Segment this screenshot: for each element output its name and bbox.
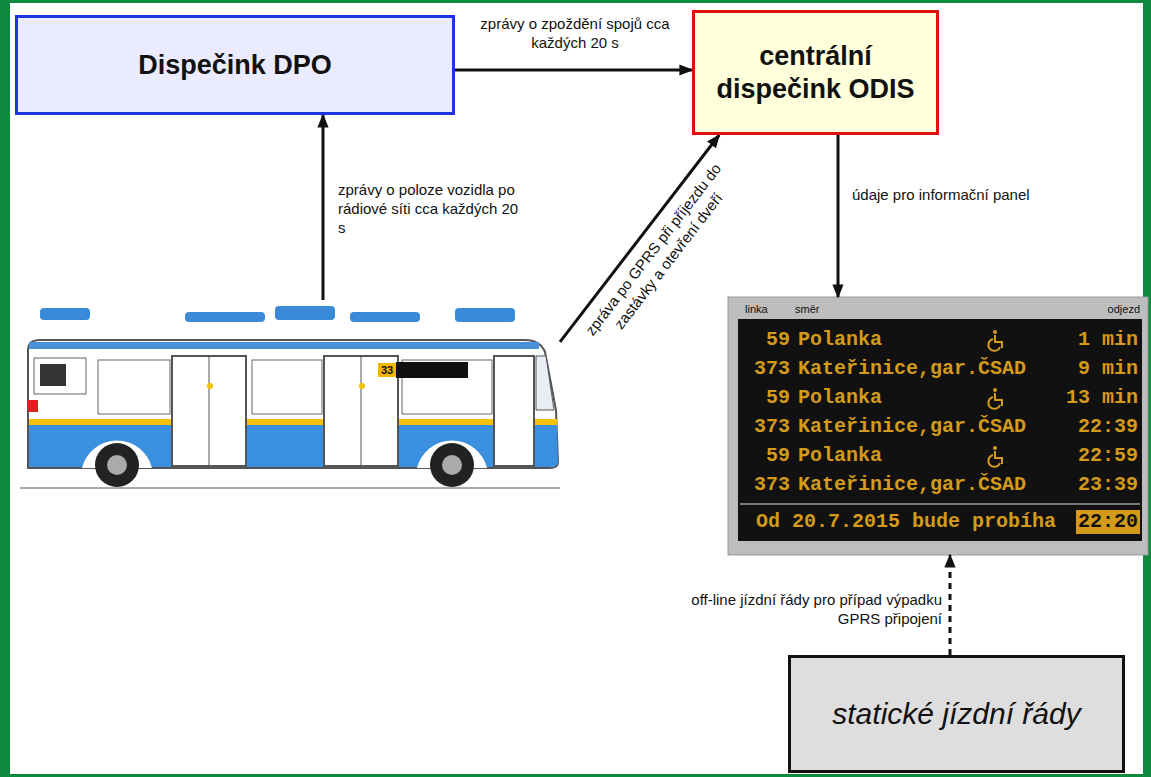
node-label: centrální dispečink ODIS bbox=[695, 40, 936, 105]
window bbox=[252, 360, 322, 414]
door bbox=[324, 356, 398, 466]
panel-cell: 59 bbox=[766, 444, 790, 468]
panel-cell: 22:39 bbox=[1078, 415, 1138, 439]
wheelchair-icons bbox=[988, 330, 1003, 467]
panel-cell: Polanka bbox=[798, 386, 882, 410]
panel-header: linka bbox=[745, 302, 768, 316]
panel-cell: 59 bbox=[766, 386, 790, 410]
arrow bbox=[837, 135, 840, 297]
wheelchair-icon bbox=[988, 330, 1003, 351]
destination-sign bbox=[396, 362, 468, 378]
rear-window bbox=[34, 358, 86, 394]
panel-frame bbox=[728, 297, 1148, 555]
timetable-box: statické jízdní řády bbox=[788, 655, 1125, 773]
rear-light bbox=[28, 400, 38, 412]
panel-cell: 9 min bbox=[1078, 357, 1138, 381]
panel-header: směr bbox=[795, 302, 819, 316]
arrow bbox=[560, 135, 719, 342]
panel-cell: Kateřinice,gar.ČSAD bbox=[798, 473, 1026, 497]
panel-cell: 373 bbox=[754, 473, 790, 497]
wheelchair-icon bbox=[988, 388, 1003, 409]
info-panel: linkasměrodjezd59Polanka1 min373Kateřini… bbox=[728, 297, 1148, 555]
roof-unit bbox=[455, 308, 515, 322]
roof-unit bbox=[275, 306, 335, 320]
panel-cell: 1 min bbox=[1078, 328, 1138, 352]
wheel bbox=[95, 443, 139, 487]
edge-label: zpráva po GPRS při příjezdu do zastávky … bbox=[579, 156, 743, 353]
dashed-arrow bbox=[949, 555, 952, 655]
arrow bbox=[455, 69, 692, 72]
wheel bbox=[430, 443, 474, 487]
arrow bbox=[322, 115, 325, 300]
yellow-stripe bbox=[29, 419, 557, 425]
panel-cell: Polanka bbox=[798, 444, 882, 468]
bus-node: 33 bbox=[20, 300, 560, 490]
panel-cell: 13 min bbox=[1066, 386, 1138, 410]
window bbox=[98, 360, 170, 414]
panel-cell: Od 20.7.2015 bude probíha bbox=[756, 510, 1056, 534]
hub bbox=[107, 455, 127, 475]
edge-label: off-line jízdní řády pro případ výpadku … bbox=[683, 590, 944, 628]
front-door bbox=[494, 356, 534, 466]
hub bbox=[442, 455, 462, 475]
panel-divider bbox=[740, 503, 1140, 505]
door-split bbox=[209, 356, 210, 466]
node-label: statické jízdní řády bbox=[820, 696, 1092, 732]
panel-cell: 373 bbox=[754, 415, 790, 439]
panel-header: odjezd bbox=[1108, 302, 1140, 316]
panel-cell: Polanka bbox=[798, 328, 882, 352]
panel-cell: 22:20 bbox=[1076, 510, 1140, 534]
edge-label: zprávy o poloze vozidla po rádiové síti … bbox=[336, 180, 525, 237]
door-split bbox=[361, 356, 362, 466]
wheelchair-icon bbox=[988, 446, 1003, 467]
roof-unit bbox=[185, 312, 265, 322]
panel-cell: Kateřinice,gar.ČSAD bbox=[798, 415, 1026, 439]
windshield bbox=[536, 356, 554, 410]
door-button bbox=[359, 383, 365, 389]
dispatch-box: Dispečink DPO bbox=[15, 15, 455, 115]
roof-stripe bbox=[29, 342, 539, 349]
panel-cell: 373 bbox=[754, 357, 790, 381]
panel-cell: 22:59 bbox=[1078, 444, 1138, 468]
door bbox=[172, 356, 246, 466]
panel-cell: 23:39 bbox=[1078, 473, 1138, 497]
panel-cell: 59 bbox=[766, 328, 790, 352]
edge-label: zprávy o zpoždění spojů cca každých 20 s bbox=[478, 14, 672, 52]
bus-illustration bbox=[20, 306, 560, 488]
panel-screen bbox=[738, 319, 1142, 541]
info-panel-illustration bbox=[728, 297, 1148, 555]
roof-unit bbox=[40, 308, 90, 320]
door-button bbox=[207, 383, 213, 389]
panel-cell: Kateřinice,gar.ČSAD bbox=[798, 357, 1026, 381]
rear-grille bbox=[40, 364, 66, 386]
edge-label: údaje pro informační panel bbox=[850, 185, 1074, 204]
line-number-sign: 33 bbox=[378, 363, 396, 377]
roof-unit bbox=[350, 312, 420, 322]
node-label: Dispečink DPO bbox=[126, 49, 344, 81]
ground-line bbox=[20, 487, 560, 489]
central-dispatch-box: centrální dispečink ODIS bbox=[692, 10, 939, 135]
